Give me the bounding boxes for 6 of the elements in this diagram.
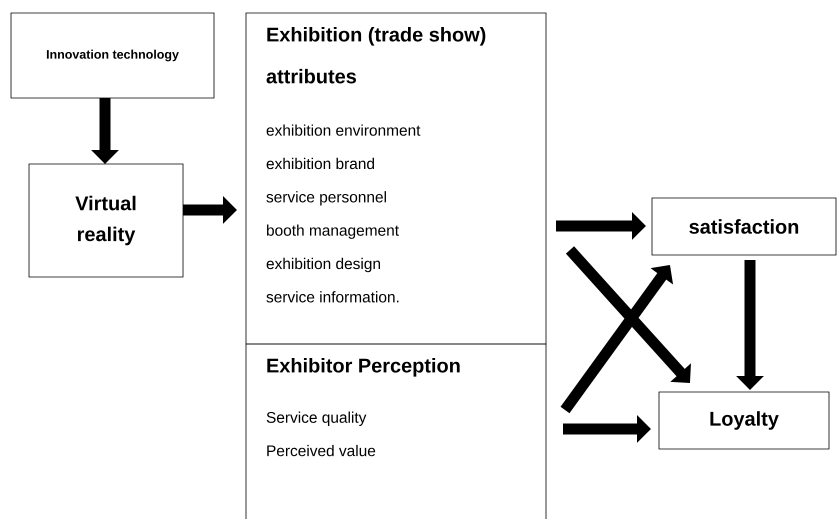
concept-box: Exhibitor Perception Service quality Perceived value [246,344,546,519]
concept-box: satisfaction [652,198,836,256]
concept-box: Virtual reality [28,164,184,278]
concept-box: Innovation technology [10,12,214,98]
concept-box: Loyalty [658,392,830,450]
concept-box: Exhibition (trade show) attributes exhibition environment exhibition brand service personnel booth management exhibition design service information. [246,12,546,344]
